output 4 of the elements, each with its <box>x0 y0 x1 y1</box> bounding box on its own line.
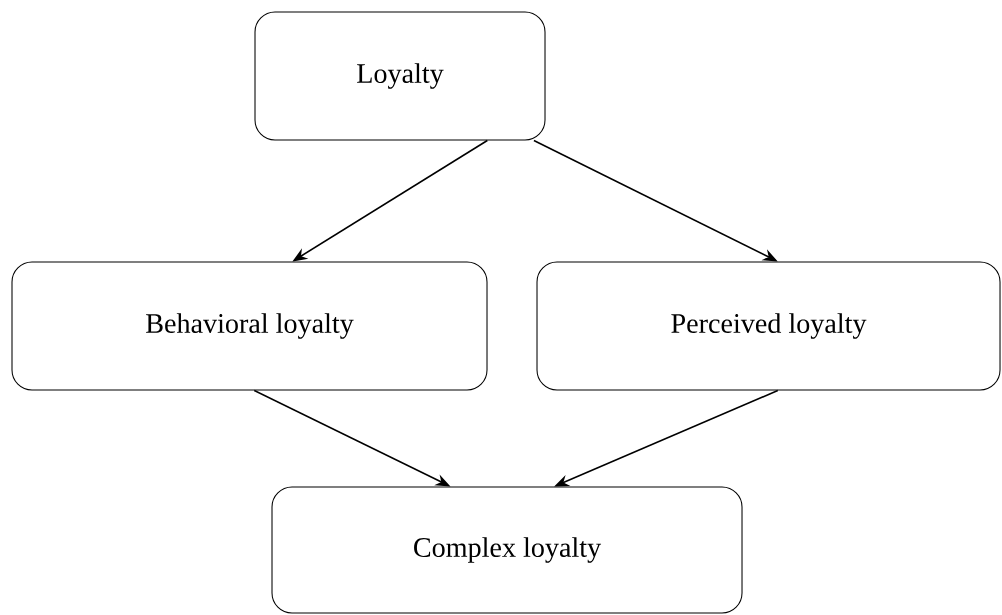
process-box: Complex loyalty <box>271 486 743 614</box>
process-box: Perceived loyalty <box>536 261 1001 391</box>
process-box: Behavioral loyalty <box>11 261 488 391</box>
process-box: Loyalty <box>254 11 546 141</box>
